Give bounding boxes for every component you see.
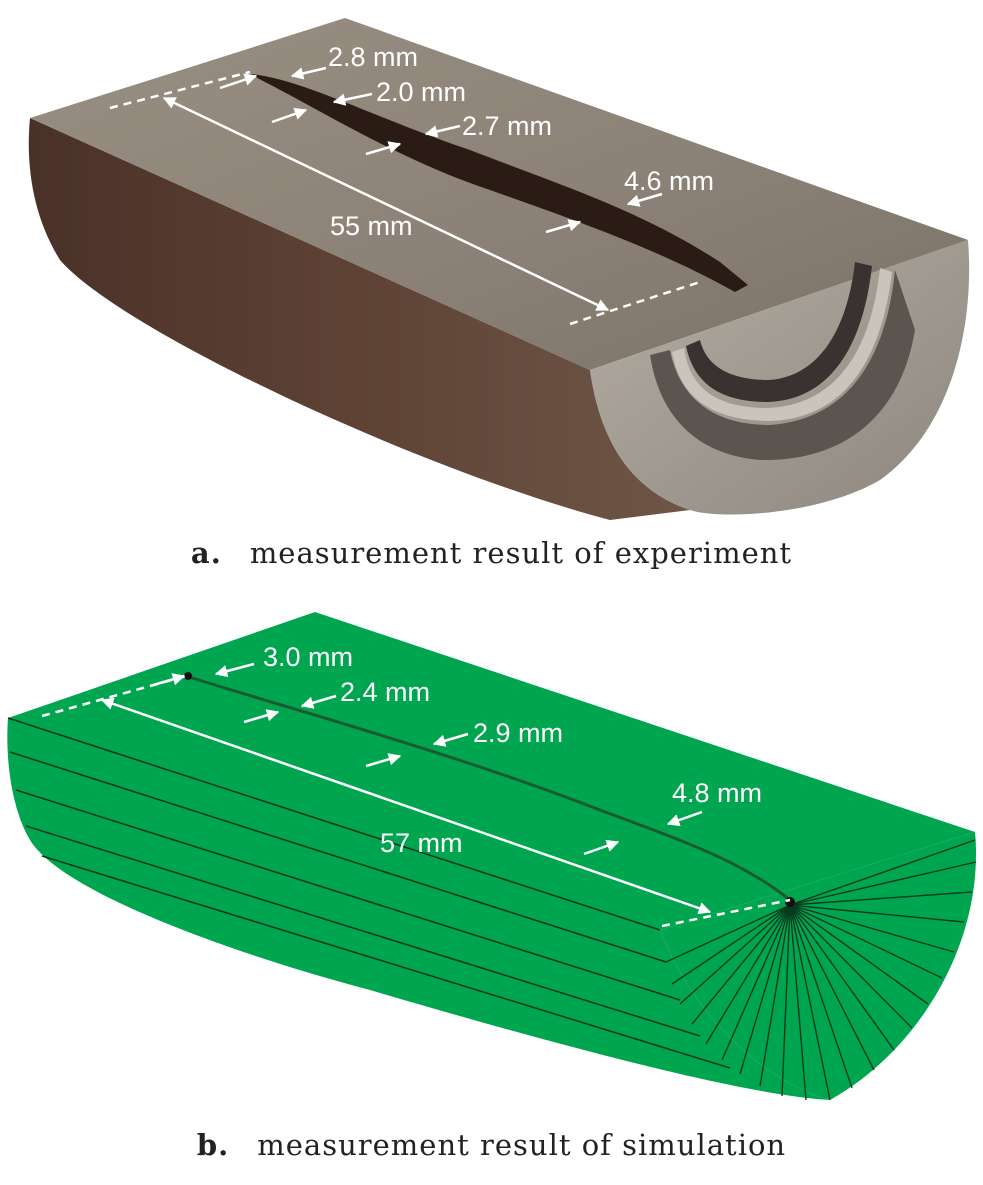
- length-ext-line-start: [109, 70, 251, 110]
- specimen-inner-groove: [650, 270, 915, 461]
- width-label: 4.8 mm: [672, 778, 762, 808]
- width-label: 4.6 mm: [624, 166, 714, 196]
- width-arrow: [332, 92, 373, 106]
- width-arrow: [424, 124, 461, 138]
- length-label: 57 mm: [380, 828, 463, 858]
- length-ext-line-end: [569, 280, 701, 326]
- width-arrow: [271, 107, 308, 124]
- length-dimension-arrow: [100, 697, 712, 915]
- width-arrow: [300, 694, 337, 709]
- width-arrow: [219, 73, 258, 90]
- width-arrow: [365, 753, 402, 768]
- experiment-specimen: 55 mm 2.8 mm 2.0 mm 2.7 mm 4.6 mm: [28, 18, 970, 520]
- length-dimension-arrow: [162, 96, 610, 312]
- width-label: 2.0 mm: [376, 77, 466, 107]
- crack-origin-point: [184, 672, 192, 680]
- caption-experiment: a. measurement result of experiment: [0, 536, 983, 570]
- width-arrow: [626, 192, 663, 207]
- caption-tag: a.: [190, 536, 222, 570]
- crack-end-point: [785, 897, 795, 907]
- width-arrow: [290, 66, 327, 80]
- width-label: 2.9 mm: [473, 718, 563, 748]
- width-arrow: [149, 673, 186, 688]
- caption-tag: b.: [196, 1128, 230, 1162]
- width-arrow: [545, 219, 582, 234]
- width-label: 2.4 mm: [340, 677, 430, 707]
- caption-text: measurement result of simulation: [257, 1128, 787, 1162]
- simulation-model: 57 mm 3.0 mm 2.4 mm 2.9 mm 4.8 mm: [7, 612, 977, 1101]
- width-label: 2.8 mm: [328, 42, 418, 72]
- width-arrow: [666, 810, 703, 827]
- caption-simulation: b. measurement result of simulation: [0, 1128, 983, 1162]
- width-arrow: [214, 662, 255, 678]
- width-label: 3.0 mm: [263, 642, 353, 672]
- width-arrow: [432, 732, 469, 747]
- caption-text: measurement result of experiment: [249, 536, 793, 570]
- specimen-hollow: [686, 262, 872, 402]
- model-end-face: [660, 832, 977, 1100]
- model-mesh-radial: [665, 839, 977, 1101]
- length-ext-line-start: [41, 674, 187, 718]
- specimen-inner-ring: [672, 268, 892, 421]
- width-arrow: [243, 709, 280, 724]
- length-label: 55 mm: [330, 211, 413, 241]
- width-arrow: [365, 141, 402, 156]
- width-label: 2.7 mm: [462, 111, 552, 141]
- width-arrow: [583, 839, 620, 856]
- length-ext-line-end: [661, 898, 791, 928]
